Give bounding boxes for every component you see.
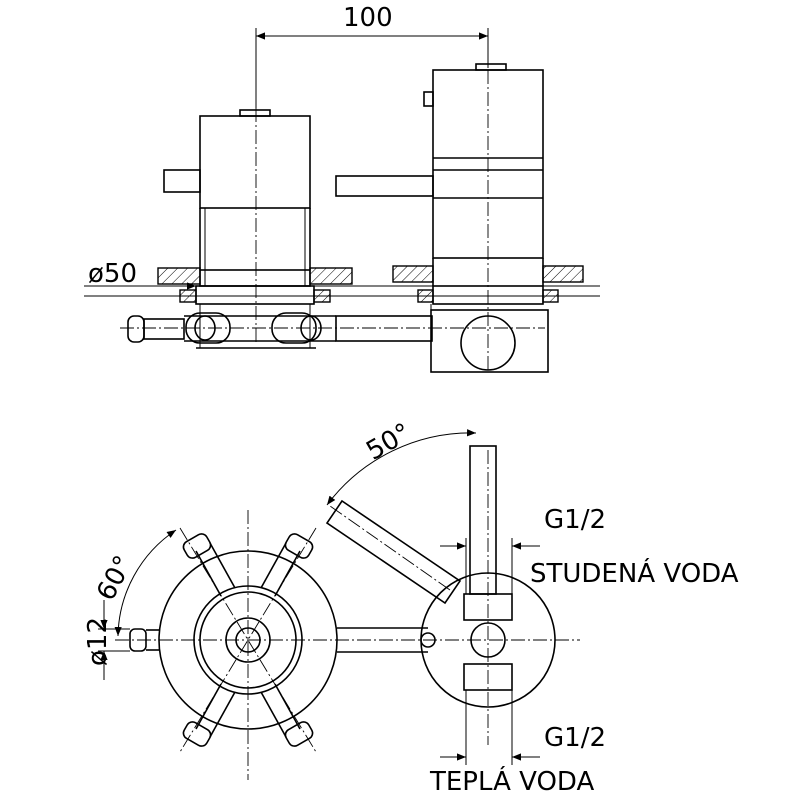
right-valve bbox=[335, 63, 584, 373]
thread-top-dimension: G1/2 bbox=[440, 505, 606, 594]
dimension-100-label: 100 bbox=[343, 3, 393, 33]
angle-60-label: 60° bbox=[91, 551, 139, 606]
thread-top-label: G1/2 bbox=[544, 505, 606, 535]
right-valve-plan bbox=[325, 445, 556, 708]
left-rosette bbox=[129, 533, 338, 747]
left-pipe-assembly bbox=[127, 312, 433, 344]
side-elevation-view: 100 bbox=[84, 3, 600, 373]
diameter-12-label: ø12 bbox=[83, 617, 113, 666]
dimension-diameter-50: ø50 bbox=[84, 259, 196, 290]
angle-50-dimension: 50° bbox=[326, 418, 477, 506]
hot-water-label: TEPLÁ VODA bbox=[429, 765, 594, 797]
dimension-100: 100 bbox=[255, 3, 489, 108]
diameter-50-label: ø50 bbox=[88, 259, 137, 289]
thread-bottom-dimension: G1/2 bbox=[440, 690, 606, 765]
thread-bottom-label: G1/2 bbox=[544, 723, 606, 753]
dimension-diameter-12: ø12 bbox=[83, 600, 130, 680]
connecting-pipe bbox=[337, 627, 428, 653]
plan-view: 50° 60° ø12 G1/2 STUDENÁ VODA bbox=[83, 418, 739, 797]
cold-water-label: STUDENÁ VODA bbox=[530, 557, 739, 589]
left-valve bbox=[157, 109, 353, 349]
angle-50-label: 50° bbox=[361, 418, 416, 467]
